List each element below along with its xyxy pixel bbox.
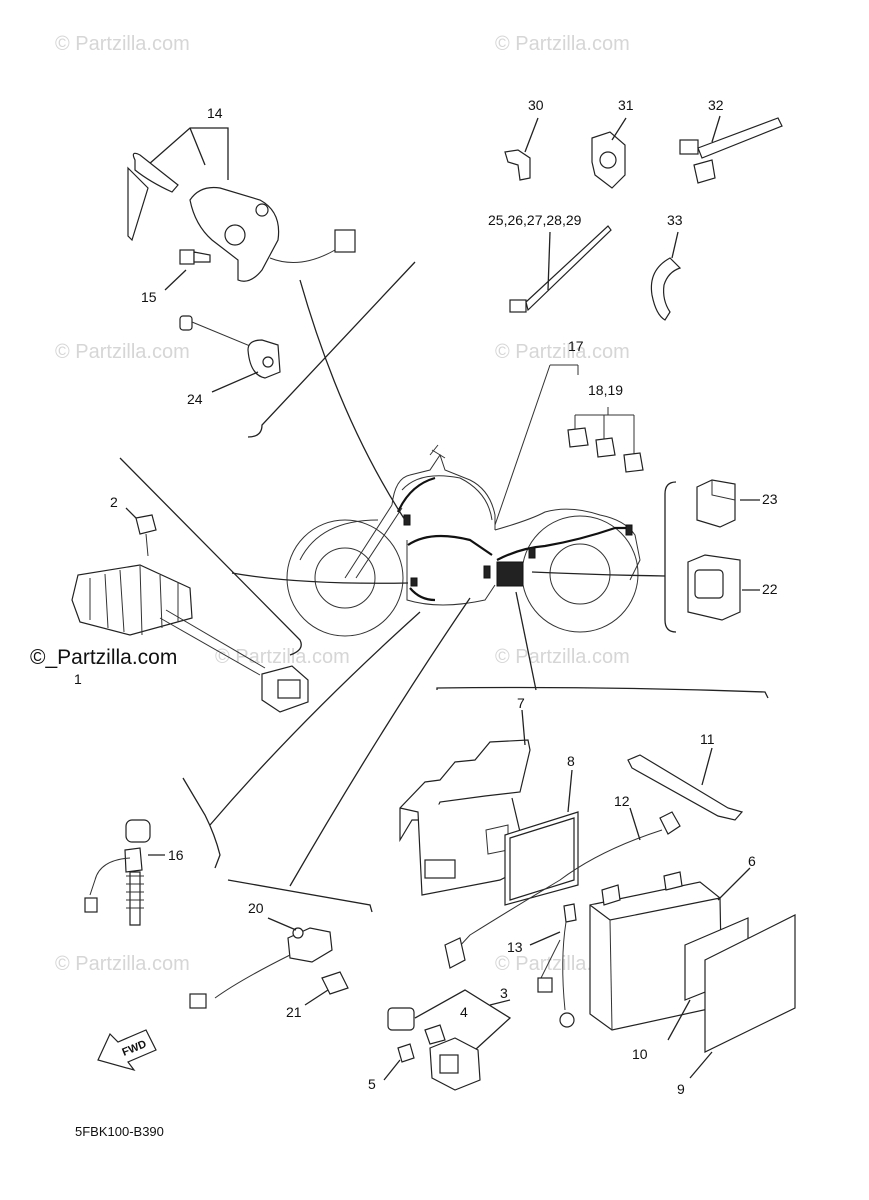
part-31-clamp [591, 117, 627, 189]
part-20-sensor [189, 917, 333, 1009]
callout-13: 13 [507, 939, 523, 955]
part-25-29-cable-tie [509, 225, 612, 313]
part-14-main-switch [127, 127, 356, 282]
callout-12: 12 [614, 793, 630, 809]
part-7-battery-box [399, 709, 531, 896]
part-23-relay [696, 479, 760, 528]
callout-5: 5 [368, 1076, 376, 1092]
part-18-19-fuses [567, 427, 644, 473]
part-30-clip [504, 117, 539, 181]
part-11-band [627, 747, 744, 821]
motorcycle-outline [286, 444, 641, 637]
callout-16: 16 [168, 847, 184, 863]
callout-10: 10 [632, 1046, 648, 1062]
watermark: © Partzilla.com [495, 341, 630, 363]
watermark: © Partzilla.com [495, 646, 630, 668]
callout-14: 14 [207, 105, 223, 121]
callout-9: 9 [677, 1081, 685, 1097]
callout-21: 21 [286, 1004, 302, 1020]
callout-18-19: 18,19 [588, 382, 623, 398]
callout-25-29: 25,26,27,28,29 [488, 212, 582, 228]
callout-31: 31 [618, 97, 634, 113]
callout-4: 4 [460, 1004, 468, 1020]
callout-2: 2 [110, 494, 118, 510]
callout-30: 30 [528, 97, 544, 113]
callout-32: 32 [708, 97, 724, 113]
callout-11: 11 [700, 731, 715, 747]
watermark: © Partzilla.com [495, 33, 630, 55]
partzilla-watermark: ©_Partzilla.com [30, 646, 177, 669]
watermark: © Partzilla.com [55, 953, 190, 975]
part-16-neutral-switch [84, 819, 165, 926]
part-33-clip [650, 231, 682, 321]
callout-17: 17 [568, 338, 584, 354]
watermark: © Partzilla.com [55, 341, 190, 363]
forward-direction-arrow: FWD [97, 1029, 157, 1072]
part-13-lead [529, 903, 577, 1028]
part-22-flasher [687, 554, 760, 621]
watermark: © Partzilla.com [215, 646, 350, 668]
part-8-cover [504, 769, 579, 906]
watermark: © Partzilla.com [55, 33, 190, 55]
callout-1: 1 [74, 671, 82, 687]
callout-15: 15 [141, 289, 157, 305]
callout-20: 20 [248, 900, 264, 916]
callout-7: 7 [517, 695, 525, 711]
callout-3: 3 [500, 985, 508, 1001]
part-24-sensor [179, 315, 281, 393]
part-1-rectifier-regulator [71, 564, 309, 713]
part-32-band [679, 115, 783, 184]
callout-8: 8 [567, 753, 575, 769]
part-3-4-starter-relay [387, 989, 512, 1091]
callout-labels: 14 15 24 30 31 32 25,26,27,28,29 33 17 1… [74, 97, 778, 1097]
callout-6: 6 [748, 853, 756, 869]
part-2-bolt [125, 507, 157, 557]
group-brackets [119, 261, 769, 913]
part-9-plate [689, 914, 796, 1079]
callout-33: 33 [667, 212, 683, 228]
callout-22: 22 [762, 581, 778, 597]
part-5-bolt [383, 1043, 415, 1081]
diagram-code: 5FBK100-B390 [75, 1124, 164, 1139]
callout-24: 24 [187, 391, 203, 407]
callout-23: 23 [762, 491, 778, 507]
part-15-screw [164, 249, 211, 291]
part-21-bolt [304, 971, 349, 1006]
part-12-lead [444, 807, 681, 969]
